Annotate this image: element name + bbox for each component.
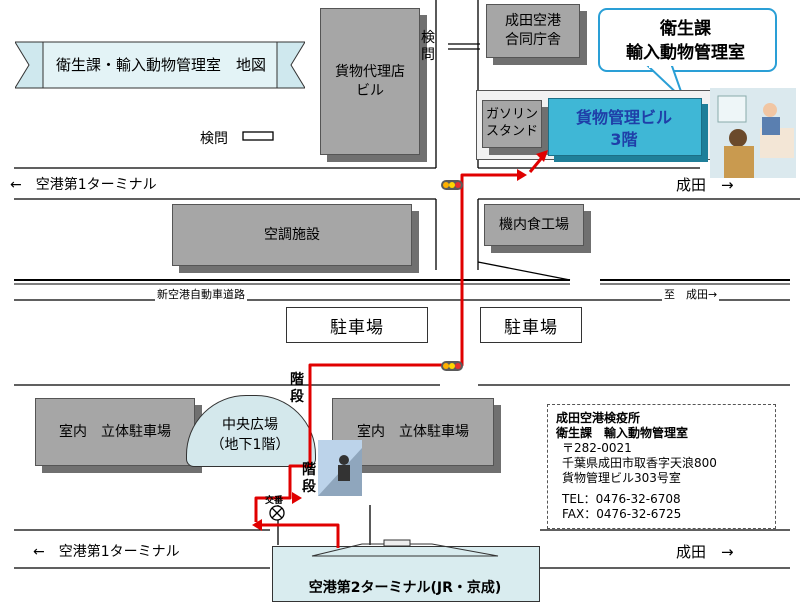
stairs-label-2: 階 段 [302,462,316,495]
terminal2-name: 空港第2ターミナル(JR・京成) [308,580,502,596]
callout-bubble [598,8,777,72]
to-narita-upper: 成田 → [676,176,734,194]
reception-illustration [710,88,796,178]
cargo-building [548,98,702,156]
callout-line2: 輸入動物管理室 [626,43,745,63]
info-fax: FAX：0476-32-6725 [562,507,682,521]
checkpoint-top-label: 検 問 [421,30,435,63]
to-narita-lower: 成田 → [676,543,734,561]
to-narita-expressway: 至 成田→ [662,286,720,302]
plaza-name: 中央広場 [222,417,278,433]
info-address-line1: 千葉県成田市取香字天浪800 [562,456,717,470]
police-box-label: 交番 [265,496,284,506]
checkpoint-left-label: 検問 [200,131,228,147]
info-org: 成田空港検疫所 [556,411,641,425]
terminal2-roof [311,539,499,557]
gas-station: ガソリン スタンド [482,100,542,148]
to-terminal1-lower: ← 空港第1ターミナル [33,544,180,560]
info-zip: 〒282-0021 [562,441,632,455]
map-title: 衛生課・輸入動物管理室 地図 [56,56,267,74]
aircon-building: 空調施設 [172,204,412,266]
traffic-light-upper [441,180,463,190]
callout-line1: 衛生課 [660,19,711,39]
banner-ribbon [15,41,305,89]
plaza-floor: （地下1階） [210,437,290,453]
agent-building: 貨物代理店 ビル [320,8,420,155]
parking-building-left: 室内 立体駐車場 [35,398,195,466]
parking-lot-right: 駐車場 [480,307,582,343]
parking-lot-left: 駐車場 [286,307,428,343]
to-terminal1-upper: ← 空港第1ターミナル [10,177,157,193]
info-dept: 衛生課 輸入動物管理室 [556,426,689,440]
stairs-label-1: 階 段 [290,372,304,405]
expressway-label: 新空港自動車道路 [155,286,247,302]
narita-office-building: 成田空港 合同庁舎 [486,4,580,58]
address-info-box: 成田空港検疫所 衛生課 輸入動物管理室 〒282-0021 千葉県成田市取香字天… [547,404,776,529]
info-tel: TEL：0476-32-6708 [562,492,681,506]
info-address-line2: 貨物管理ビル303号室 [562,471,681,485]
catering-building: 機内食工場 [484,204,584,246]
cargo-building-name: 貨物管理ビル [575,108,672,127]
escalator-photo [318,440,362,496]
traffic-light-lower [441,361,463,371]
cargo-building-floor: 3階 [610,130,638,149]
